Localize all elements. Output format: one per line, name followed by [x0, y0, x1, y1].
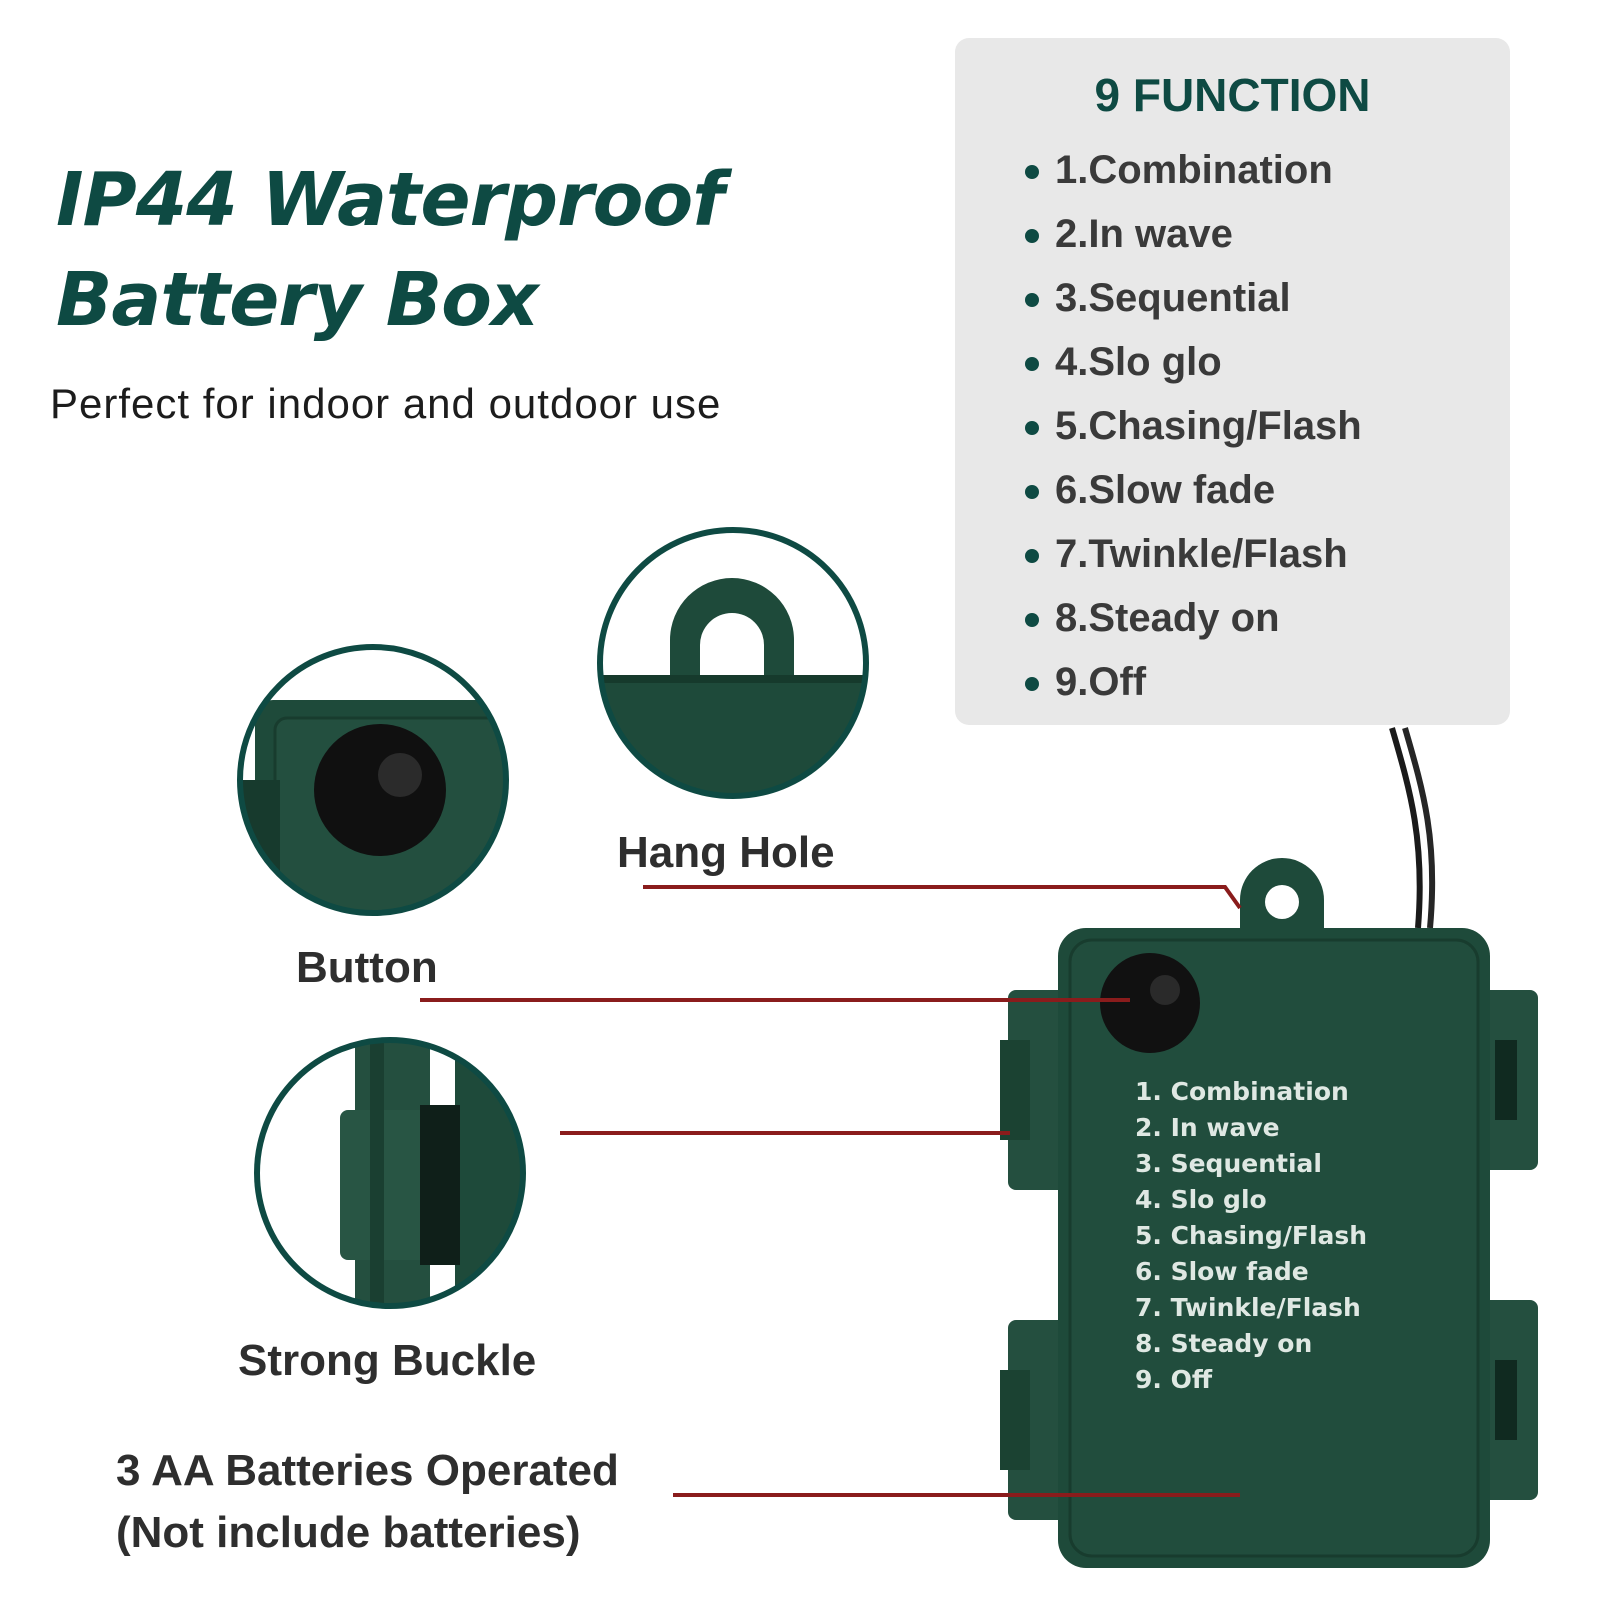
box-legend-line: 5. Chasing/Flash	[1135, 1221, 1367, 1250]
hang-hole-zoom-circle	[597, 527, 869, 799]
callout-hang-hole: Hang Hole	[617, 828, 835, 877]
box-legend-line: 8. Steady on	[1135, 1329, 1312, 1358]
function-item: 1.Combination	[1025, 138, 1362, 202]
function-item: 4.Slo glo	[1025, 330, 1362, 394]
function-item: 2.In wave	[1025, 202, 1362, 266]
box-printed-legend: 1. Combination 2. In wave 3. Sequential …	[1135, 1077, 1367, 1394]
function-panel-title: 9 FUNCTION	[1094, 69, 1371, 121]
subtitle: Perfect for indoor and outdoor use	[50, 380, 722, 427]
function-item: 5.Chasing/Flash	[1025, 394, 1362, 458]
callout-batteries-line-2: (Not include batteries)	[116, 1508, 581, 1557]
box-legend-line: 1. Combination	[1135, 1077, 1349, 1106]
leader-hang-hole	[643, 885, 1242, 910]
box-legend-line: 3. Sequential	[1135, 1149, 1322, 1178]
box-legend-line: 6. Slow fade	[1135, 1257, 1309, 1286]
box-legend-line: 7. Twinkle/Flash	[1135, 1293, 1361, 1322]
headline-line-2: Battery Box	[56, 257, 539, 343]
function-panel: 9 FUNCTION 1.Combination 2.In wave 3.Seq…	[955, 38, 1510, 725]
function-item: 8.Steady on	[1025, 586, 1362, 650]
battery-box: 1. Combination 2. In wave 3. Sequential …	[1000, 858, 1538, 1568]
box-legend-line: 4. Slo glo	[1135, 1185, 1267, 1214]
callout-batteries-line-1: 3 AA Batteries Operated	[116, 1446, 619, 1495]
headline-line-1: IP44 Waterproof	[56, 157, 724, 243]
power-cable	[1389, 727, 1436, 929]
function-item: 6.Slow fade	[1025, 458, 1362, 522]
push-button-icon	[1100, 953, 1200, 1053]
callout-strong-buckle: Strong Buckle	[238, 1336, 537, 1385]
function-list: 1.Combination 2.In wave 3.Sequential 4.S…	[1025, 138, 1362, 714]
callout-batteries: 3 AA Batteries Operated (Not include bat…	[116, 1440, 619, 1564]
leader-lines	[420, 885, 1242, 1497]
buckle-zoom-circle	[254, 1037, 526, 1309]
function-item: 9.Off	[1025, 650, 1362, 714]
function-item: 7.Twinkle/Flash	[1025, 522, 1362, 586]
callout-button: Button	[296, 943, 438, 992]
button-zoom-circle	[237, 644, 509, 916]
box-legend-line: 9. Off	[1135, 1365, 1213, 1394]
function-item: 3.Sequential	[1025, 266, 1362, 330]
headline: IP44 Waterproof Battery Box	[56, 150, 724, 350]
hang-hole-icon	[1265, 885, 1299, 919]
box-legend-line: 2. In wave	[1135, 1113, 1280, 1142]
